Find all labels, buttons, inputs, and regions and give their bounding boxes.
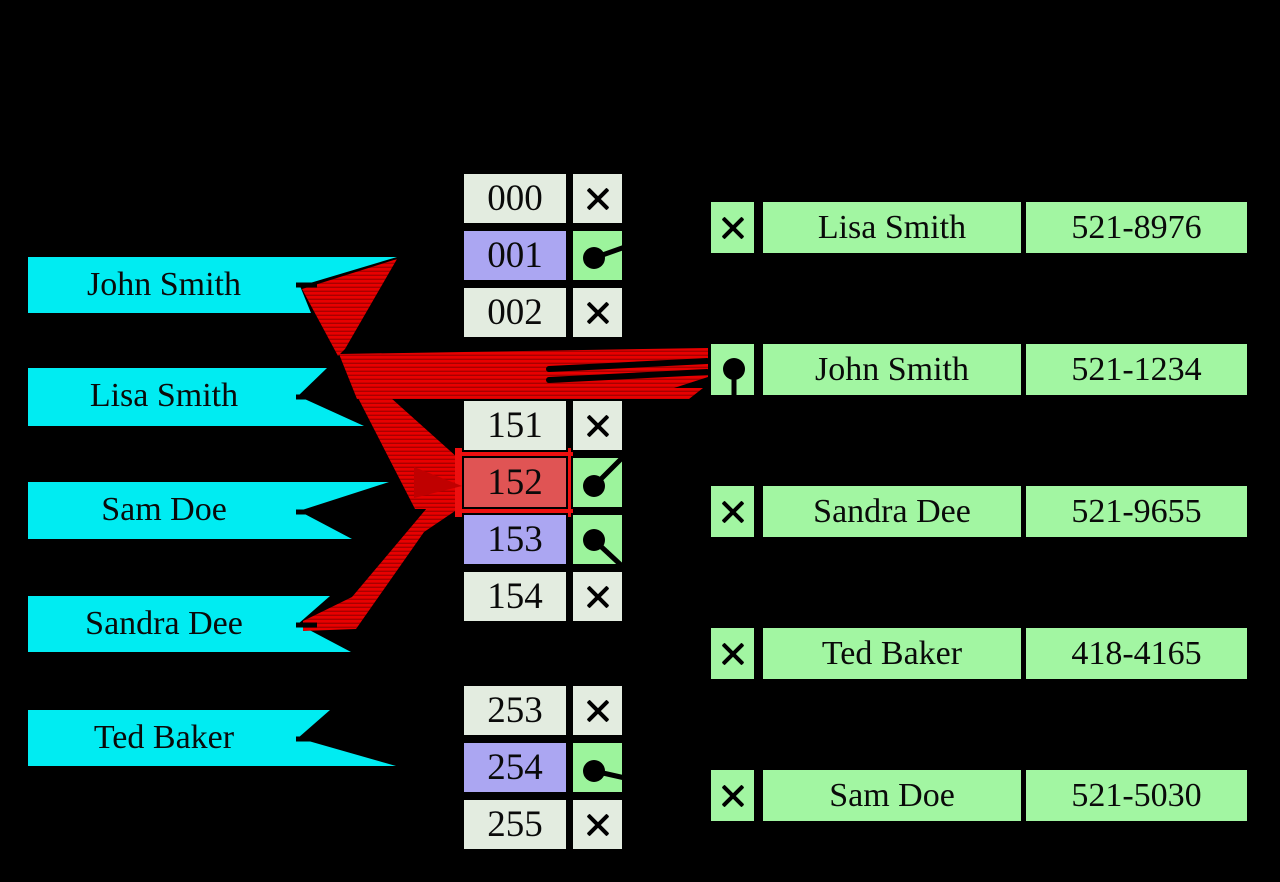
bucket-index-cell: 152 (462, 456, 568, 509)
key-label: Lisa Smith (89, 377, 239, 414)
null-pointer-x-icon (585, 812, 611, 838)
bucket-index-cell: 253 (462, 684, 568, 737)
record-name-cell: Lisa Smith (761, 200, 1023, 255)
record-next-pointer-cell (709, 484, 756, 539)
bucket-index-cell: 001 (462, 229, 568, 282)
record-phone-cell: 521-9655 (1024, 484, 1249, 539)
record-phone-cell: 521-8976 (1024, 200, 1249, 255)
null-pointer-x-icon (585, 186, 611, 212)
null-pointer-x-icon (585, 300, 611, 326)
record-next-pointer-cell (709, 626, 756, 681)
key-label: John Smith (87, 266, 241, 303)
key-label: Sam Doe (101, 491, 227, 528)
null-pointer-x-icon (585, 698, 611, 724)
record-next-pointer-cell (709, 200, 756, 255)
record-name-cell: Sandra Dee (761, 484, 1023, 539)
bucket-pointer-cell (571, 229, 624, 282)
key-label: Ted Baker (93, 719, 235, 756)
bucket-pointer-cell (571, 286, 624, 339)
bucket-index-cell: 153 (462, 513, 568, 566)
bucket-pointer-cell (571, 798, 624, 851)
bucket-pointer-cell (571, 570, 624, 623)
bucket-index-cell: 000 (462, 172, 568, 225)
bucket-index-cell: 254 (462, 741, 568, 794)
record-phone-cell: 521-5030 (1024, 768, 1249, 823)
record-name-cell: Ted Baker (761, 626, 1023, 681)
null-pointer-x-icon (720, 641, 746, 667)
record-name-cell: John Smith (761, 342, 1023, 397)
null-pointer-x-icon (585, 413, 611, 439)
bucket-index-cell: 255 (462, 798, 568, 851)
bucket-index-cell: 154 (462, 570, 568, 623)
null-pointer-x-icon (720, 499, 746, 525)
record-name-cell: Sam Doe (761, 768, 1023, 823)
null-pointer-x-icon (585, 584, 611, 610)
record-next-pointer-cell (709, 768, 756, 823)
key-label: Sandra Dee (85, 605, 243, 642)
bucket-pointer-cell (571, 456, 624, 509)
bucket-index-cell: 002 (462, 286, 568, 339)
null-pointer-x-icon (720, 783, 746, 809)
bucket-pointer-cell (571, 513, 624, 566)
record-phone-cell: 418-4165 (1024, 626, 1249, 681)
bucket-pointer-cell (571, 684, 624, 737)
record-phone-cell: 521-1234 (1024, 342, 1249, 397)
null-pointer-x-icon (720, 215, 746, 241)
bucket-pointer-cell (571, 172, 624, 225)
bucket-pointer-cell (571, 399, 624, 452)
bucket-pointer-cell (571, 741, 624, 794)
bucket-index-cell: 151 (462, 399, 568, 452)
record-next-pointer-cell (709, 342, 756, 397)
